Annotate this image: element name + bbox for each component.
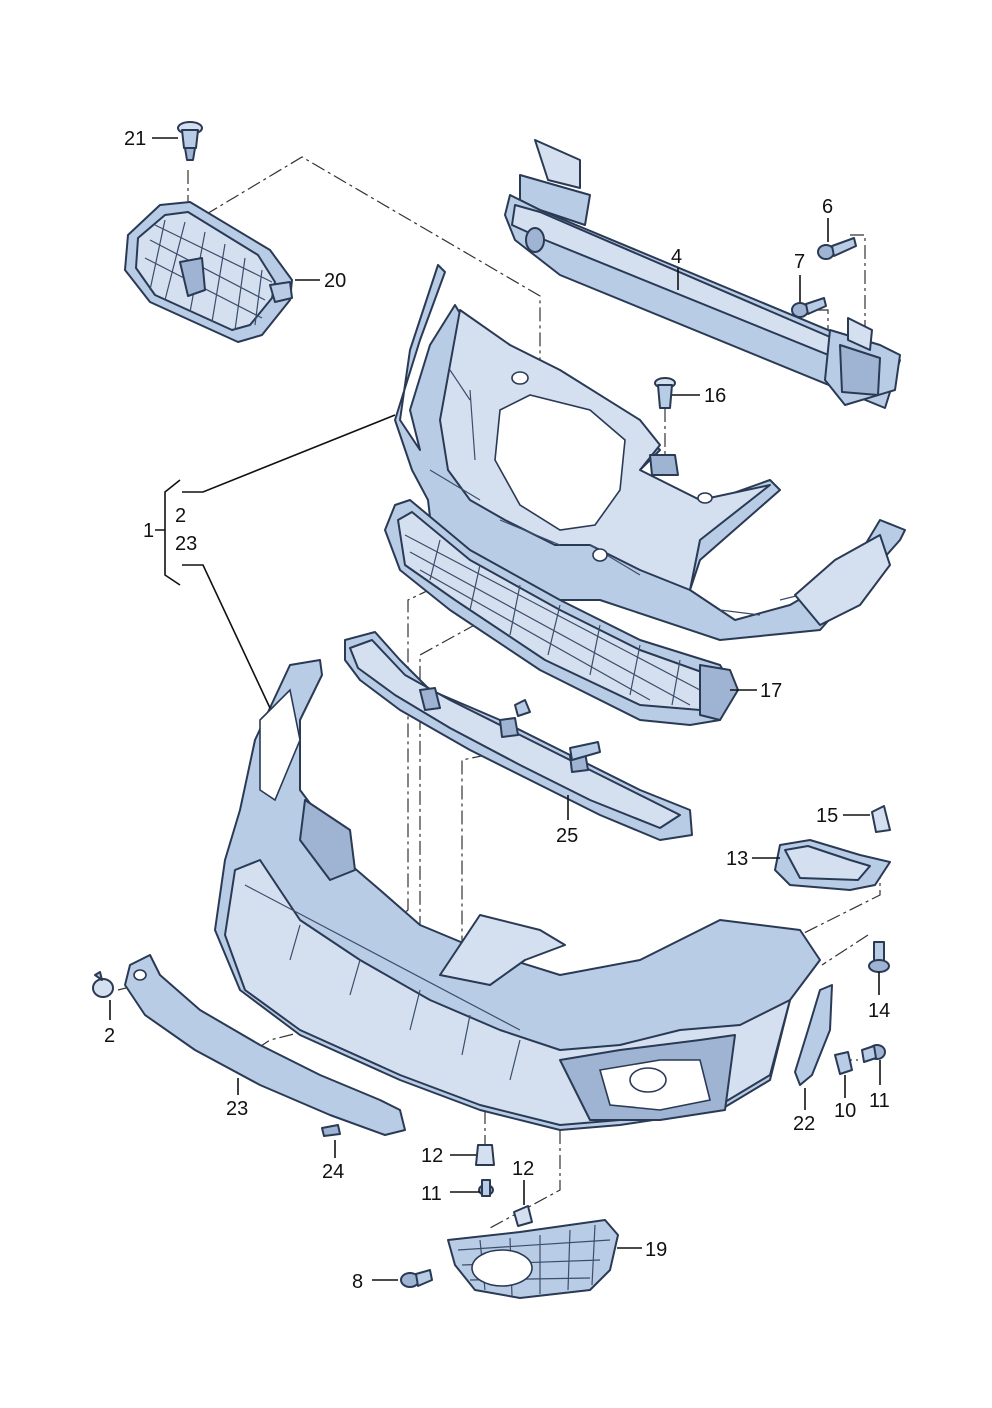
impact-bar-4 bbox=[504, 139, 901, 409]
callout-12-left: 12 bbox=[421, 1145, 443, 1167]
spoiler-23 bbox=[124, 954, 406, 1136]
callout-2-lower: 2 bbox=[104, 1025, 115, 1047]
cap-2 bbox=[92, 971, 114, 998]
lower-grille-17 bbox=[384, 499, 739, 726]
bolt-16 bbox=[654, 377, 676, 409]
bolt-11-lower bbox=[478, 1179, 494, 1197]
callout-23-upper: 23 bbox=[175, 533, 197, 555]
callout-10: 10 bbox=[834, 1100, 856, 1122]
callout-13: 13 bbox=[726, 848, 748, 870]
callout-11-lower: 11 bbox=[421, 1183, 442, 1205]
bracket-22 bbox=[794, 984, 833, 1086]
callout-25: 25 bbox=[556, 825, 578, 847]
callout-20: 20 bbox=[324, 270, 346, 292]
callout-17: 17 bbox=[760, 680, 782, 702]
bolt-14 bbox=[868, 941, 890, 973]
callout-22: 22 bbox=[793, 1113, 815, 1135]
callout-6: 6 bbox=[822, 196, 833, 218]
callout-2-upper: 2 bbox=[175, 505, 186, 527]
callout-1: 1 bbox=[143, 520, 154, 542]
callout-7: 7 bbox=[794, 251, 805, 273]
callout-19: 19 bbox=[645, 1239, 667, 1261]
clip-12-upper bbox=[475, 1144, 495, 1166]
fog-grille-19 bbox=[447, 1219, 619, 1299]
callout-24: 24 bbox=[322, 1161, 344, 1183]
callout-11-right: 11 bbox=[869, 1090, 890, 1112]
bolt-11-right bbox=[861, 1044, 886, 1063]
callout-15: 15 bbox=[816, 805, 838, 827]
bumper-carrier-2 bbox=[394, 264, 906, 641]
bolt-7 bbox=[791, 297, 827, 318]
bracket-25 bbox=[344, 631, 693, 841]
callout-14: 14 bbox=[868, 1000, 890, 1022]
bolt-6 bbox=[817, 237, 857, 260]
callout-21: 21 bbox=[124, 128, 146, 150]
bracket-13 bbox=[774, 839, 891, 891]
bumper-cover bbox=[214, 659, 821, 1131]
callout-12-right: 12 bbox=[512, 1158, 534, 1180]
clip-12-lower bbox=[513, 1205, 533, 1227]
callout-labels: 21 20 6 7 4 16 1 2 23 17 25 15 13 14 2 2… bbox=[104, 128, 890, 1293]
nut-10 bbox=[834, 1051, 853, 1075]
bolt-8 bbox=[400, 1269, 433, 1288]
radiator-grille-20 bbox=[124, 201, 293, 343]
clip-15 bbox=[871, 805, 891, 833]
callout-4: 4 bbox=[671, 246, 682, 268]
emblem-24 bbox=[321, 1124, 341, 1137]
callout-16: 16 bbox=[704, 385, 726, 407]
leader-lines bbox=[109, 137, 881, 1281]
callout-8: 8 bbox=[352, 1271, 363, 1293]
clip-21 bbox=[177, 121, 203, 161]
callout-23-lower: 23 bbox=[226, 1098, 248, 1120]
